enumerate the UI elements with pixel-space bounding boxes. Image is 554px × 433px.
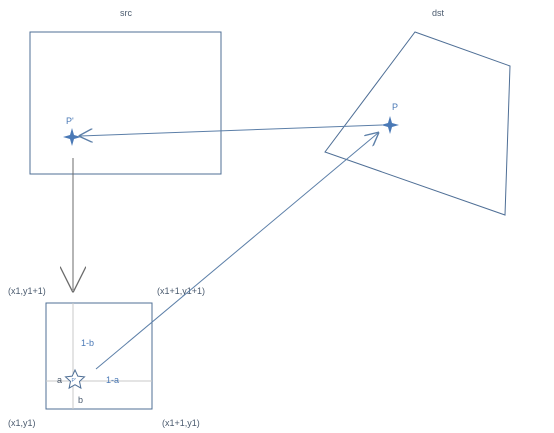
dst-label: dst [432, 8, 445, 18]
point-p-icon [381, 116, 399, 134]
weight-label-1-minus-b: 1-b [81, 338, 94, 348]
interpolated-point-star-icon [64, 368, 86, 390]
interpolation-cell [45, 302, 153, 410]
weight-label-1-minus-a: 1-a [106, 375, 119, 385]
star-inner-label: P' [72, 378, 76, 384]
point-p-prime-icon [63, 128, 81, 146]
src-label: src [120, 8, 132, 18]
corner-label-top-left: (x1,y1+1) [8, 286, 46, 296]
weight-label-b: b [78, 395, 83, 405]
src-rectangle [29, 31, 222, 175]
arrow-cell-to-p [95, 133, 378, 370]
weight-label-a: a [57, 375, 62, 385]
corner-label-top-right: (x1+1,y1+1) [157, 286, 205, 296]
corner-label-bottom-left: (x1,y1) [8, 418, 36, 428]
dst-quadrilateral [324, 31, 511, 216]
corner-label-bottom-right: (x1+1,y1) [162, 418, 200, 428]
p-label: P [392, 102, 398, 112]
arrow-p-to-p-prime [80, 124, 383, 136]
p-prime-label: P' [66, 116, 74, 126]
